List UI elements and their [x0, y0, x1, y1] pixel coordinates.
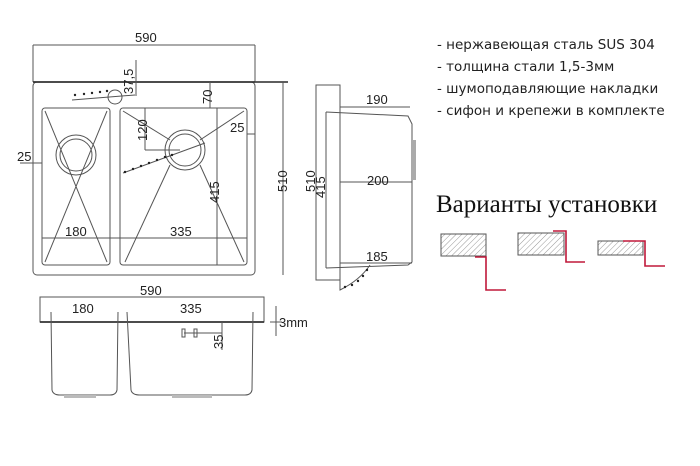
spec-material: - нержавеющая сталь SUS 304 [437, 37, 655, 53]
left-margin-label: 25 [17, 149, 31, 164]
side-top-label: 190 [366, 92, 388, 107]
tap-offset-label: 37,5 [121, 69, 136, 94]
side-view: 190 200 185 510 415 [303, 84, 416, 291]
right-margin-label: 25 [230, 120, 244, 135]
spec-thickness: - толщина стали 1,5-3мм [437, 59, 615, 75]
bowl-depth-label: 415 [207, 181, 222, 203]
spec-noise-pads: - шумоподавляющие накладки [437, 81, 659, 97]
install-variant-flush [517, 230, 585, 263]
top-height-label: 510 [275, 170, 290, 192]
side-bottom-label: 185 [366, 249, 388, 264]
right-bowl-label: 335 [170, 224, 192, 239]
side-outer-label: 510 [303, 170, 318, 192]
right-bowl [119, 107, 248, 266]
install-variant-undermount [440, 233, 506, 291]
left-bowl-label: 180 [65, 224, 87, 239]
front-view: 590 180 335 35 3mm [39, 283, 308, 398]
front-left-bowl-label: 180 [72, 301, 94, 316]
front-width-label: 590 [140, 283, 162, 298]
top-width-label: 590 [135, 30, 157, 45]
top-view: 590 510 37,5 70 120 25 25 415 180 335 [17, 30, 290, 276]
front-right-bowl-label: 335 [180, 301, 202, 316]
sink-outline [32, 81, 256, 276]
overflow-label: 35 [211, 335, 226, 349]
bowl-offset-label: 70 [200, 90, 215, 104]
side-mid-label: 200 [367, 173, 389, 188]
left-bowl [41, 107, 111, 266]
side-inner-label: 415 [313, 176, 328, 198]
thickness-label: 3mm [279, 315, 308, 330]
install-options-title: Варианты установки [436, 191, 658, 218]
install-variant-overmount [597, 240, 665, 267]
drain-offset-label: 120 [135, 119, 150, 141]
spec-included: - сифон и крепежи в комплекте [437, 103, 665, 119]
